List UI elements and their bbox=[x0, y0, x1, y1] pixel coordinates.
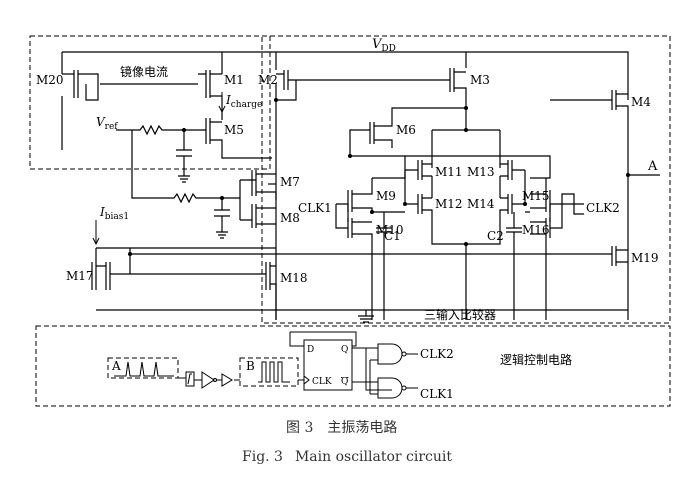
transistor-m6-label: M6 bbox=[396, 123, 416, 137]
logic-clk2-output: CLK2 bbox=[420, 347, 454, 361]
waveform-b-box bbox=[239, 357, 299, 387]
nand-gate-clk2 bbox=[377, 343, 403, 365]
ff-q-label: Q bbox=[341, 345, 348, 355]
transistor-m8-label: M8 bbox=[280, 211, 300, 225]
d-flipflop bbox=[303, 339, 353, 391]
comparator-label: 三输入比较器 bbox=[424, 307, 496, 322]
transistor-m7-label: M7 bbox=[280, 175, 300, 189]
transistor-m16-label: M16 bbox=[522, 223, 550, 237]
waveform-a-box bbox=[107, 357, 179, 379]
clk2-input-label: CLK2 bbox=[586, 201, 620, 215]
transistor-m10-label: M10 bbox=[376, 223, 404, 237]
transistor-m1-label: M1 bbox=[224, 73, 244, 87]
vref-label: Vref bbox=[96, 115, 118, 132]
waveform-a-label: A bbox=[111, 359, 121, 373]
transistor-m9-label: M9 bbox=[376, 189, 396, 203]
transistor-m19-label: M19 bbox=[631, 251, 659, 265]
comparator-core: M11 M12 M13 M14 bbox=[404, 129, 526, 320]
ff-clk-label: CLK bbox=[312, 377, 332, 387]
comparator-region-box bbox=[261, 35, 671, 324]
reference-branch: Vref M5 bbox=[96, 115, 272, 239]
transistor-m17-label: M17 bbox=[66, 269, 94, 283]
transistor-m2-label: M2 bbox=[258, 73, 278, 87]
logic-control-label: 逻辑控制电路 bbox=[500, 352, 572, 367]
logic-region-box bbox=[35, 325, 671, 407]
clock-switches: M9 M10 CLK1 C1 M15 M16 CLK2 C2 bbox=[298, 148, 620, 320]
junction-dots bbox=[128, 98, 527, 256]
mirror-current-label: 镜像电流 bbox=[120, 64, 168, 79]
transistor-m12-label: M12 bbox=[435, 197, 463, 211]
ibias-arrow bbox=[92, 220, 100, 246]
ff-d-label: D bbox=[307, 345, 314, 355]
capacitor-c1-label: C1 bbox=[384, 229, 401, 243]
transistor-m15-label: M15 bbox=[522, 189, 550, 203]
transistor-m18-label: M18 bbox=[280, 271, 308, 285]
ff-qbar-label: Q bbox=[341, 377, 348, 387]
transistor-m4-label: M4 bbox=[631, 95, 651, 109]
transistor-m14-label: M14 bbox=[467, 197, 495, 211]
waveform-b-label: B bbox=[246, 359, 255, 373]
current-mirror: M20 M1 镜像电流 Icharge bbox=[36, 52, 262, 150]
transistor-m3-label: M3 bbox=[470, 73, 490, 87]
top-pmos: M2 M3 M4 bbox=[258, 52, 651, 320]
logic-clk1-output: CLK1 bbox=[420, 387, 454, 401]
transistor-m13-label: M13 bbox=[467, 165, 495, 179]
ibias-label: Ibias1 bbox=[99, 205, 129, 222]
output-a-label: A bbox=[647, 159, 658, 174]
icharge-label: Icharge bbox=[225, 93, 262, 110]
transistor-m5-label: M5 bbox=[224, 123, 244, 137]
transistor-m20-label: M20 bbox=[36, 73, 64, 87]
vdd-label: VDD bbox=[372, 37, 396, 54]
m7-m8: M7 M8 bbox=[239, 170, 300, 228]
transistor-m11-label: M11 bbox=[435, 165, 463, 179]
vdd-rail bbox=[62, 51, 629, 95]
bias-branch: Ibias1 M17 M18 M19 bbox=[66, 205, 659, 320]
m6-branch: M6 bbox=[349, 107, 466, 148]
logic-control: A B D Q CLK Q CLK2 CLK1 逻辑控制电路 bbox=[107, 331, 572, 401]
ground-rail bbox=[96, 309, 628, 323]
mirror-region-box bbox=[29, 35, 271, 170]
capacitor-c2-label: C2 bbox=[487, 229, 504, 243]
nand-gate-clk1 bbox=[377, 377, 403, 399]
clk1-input-label: CLK1 bbox=[298, 201, 332, 215]
